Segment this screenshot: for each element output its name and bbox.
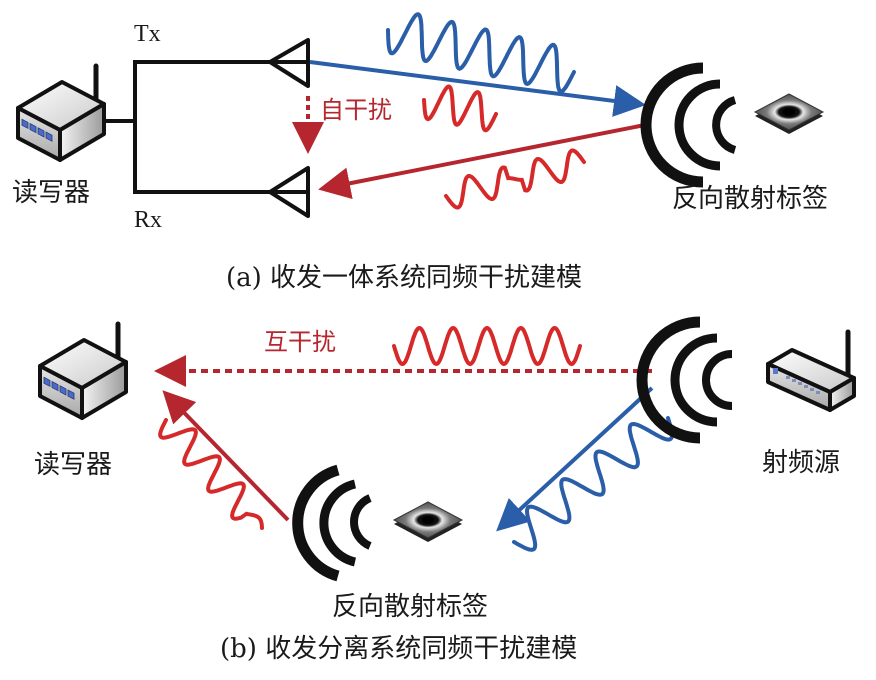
tag-to-rx-arrow (318, 122, 651, 200)
rx-label: Rx (134, 207, 163, 233)
tx-rx-feedline (104, 60, 274, 194)
rf-source-label: 射频源 (762, 448, 841, 478)
reader-label: 读写器 (34, 450, 113, 480)
rx-antenna-icon (268, 166, 310, 218)
tx-carrier-wave (386, 12, 576, 94)
caption-a: (a) 收发一体系统同频干扰建模 (226, 263, 583, 293)
mutual-interference-label: 互干扰 (264, 328, 336, 356)
reader-device-icon (16, 63, 106, 162)
tx-to-tag-arrow (309, 60, 646, 117)
rf-source-radiation-icon (636, 316, 733, 444)
backscatter-tag-icon (292, 464, 464, 582)
tx-label: Tx (134, 21, 161, 47)
carrier-wave (512, 416, 675, 552)
reader-label: 读写器 (12, 178, 91, 208)
panel-b (38, 316, 856, 582)
backscatter-tag-icon (640, 62, 825, 188)
rf-source-device-icon (766, 329, 856, 412)
self-interference-wave (422, 84, 498, 133)
self-interference-label: 自干扰 (320, 96, 392, 124)
source-to-tag-arrow (496, 386, 654, 532)
mutual-interference-wave (392, 325, 582, 367)
reader-device-icon (38, 321, 128, 420)
backscatter-wave (158, 418, 264, 530)
tag-label: 反向散射标签 (332, 592, 489, 622)
tag-label: 反向散射标签 (672, 184, 829, 214)
caption-b: (b) 收发分离系统同频干扰建模 (220, 634, 578, 664)
tx-antenna-icon (268, 38, 310, 88)
tag-to-reader-arrow (162, 390, 290, 522)
panel-a (16, 12, 825, 218)
backscatter-wave (444, 148, 586, 210)
